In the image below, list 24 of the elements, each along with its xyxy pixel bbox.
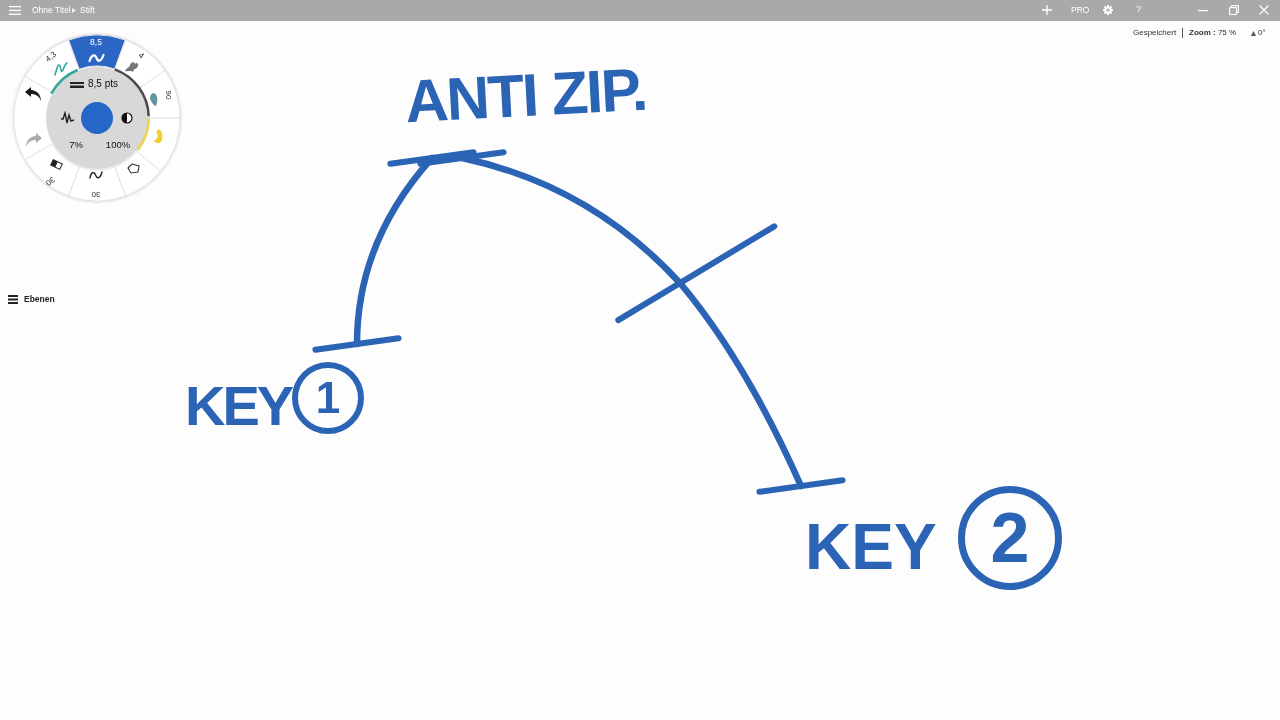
- circled-number: 1: [292, 362, 364, 434]
- connector: [312, 149, 477, 353]
- handwritten-label: KEY: [185, 378, 292, 434]
- handwritten-label: ANTI ZIP.: [403, 59, 648, 133]
- layers-label: Ebenen: [24, 294, 55, 305]
- brush-size: 30: [43, 174, 57, 188]
- help-button: ?: [1133, 4, 1144, 15]
- rotation-angle: 0°: [1258, 28, 1266, 38]
- brush-size: 90: [163, 90, 173, 100]
- stroke-width: 8,5 pts: [88, 78, 119, 90]
- connector: [417, 149, 846, 495]
- brush-size: 30: [91, 189, 101, 199]
- handwritten-label: KEY: [805, 514, 937, 579]
- breadcrumb-link: Ohne Titel: [32, 5, 71, 16]
- opacity-value: 100%: [105, 139, 131, 151]
- zoom-level: Zoom : 75 %: [1189, 28, 1237, 38]
- brush-size: 4: [136, 50, 146, 62]
- brush-size: 8,5: [90, 36, 102, 48]
- save-status: Gespeichert: [1133, 28, 1177, 38]
- circled-number: 2: [958, 486, 1062, 590]
- tier-label: PRO: [1071, 5, 1090, 16]
- brush-size: 4,3: [43, 49, 59, 65]
- breadcrumb-current: Stift: [80, 5, 95, 16]
- smoothing-value: 7%: [69, 139, 83, 151]
